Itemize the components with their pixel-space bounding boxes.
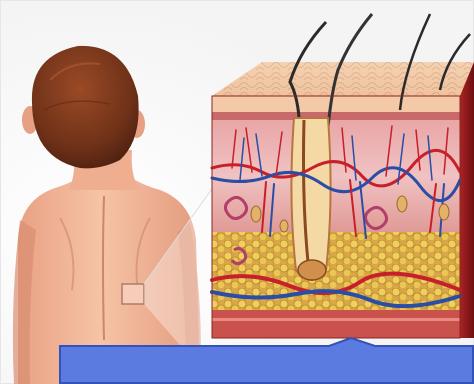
callout-box	[59, 337, 474, 384]
callout-text	[75, 347, 458, 378]
magnified-region-marker	[122, 284, 144, 304]
